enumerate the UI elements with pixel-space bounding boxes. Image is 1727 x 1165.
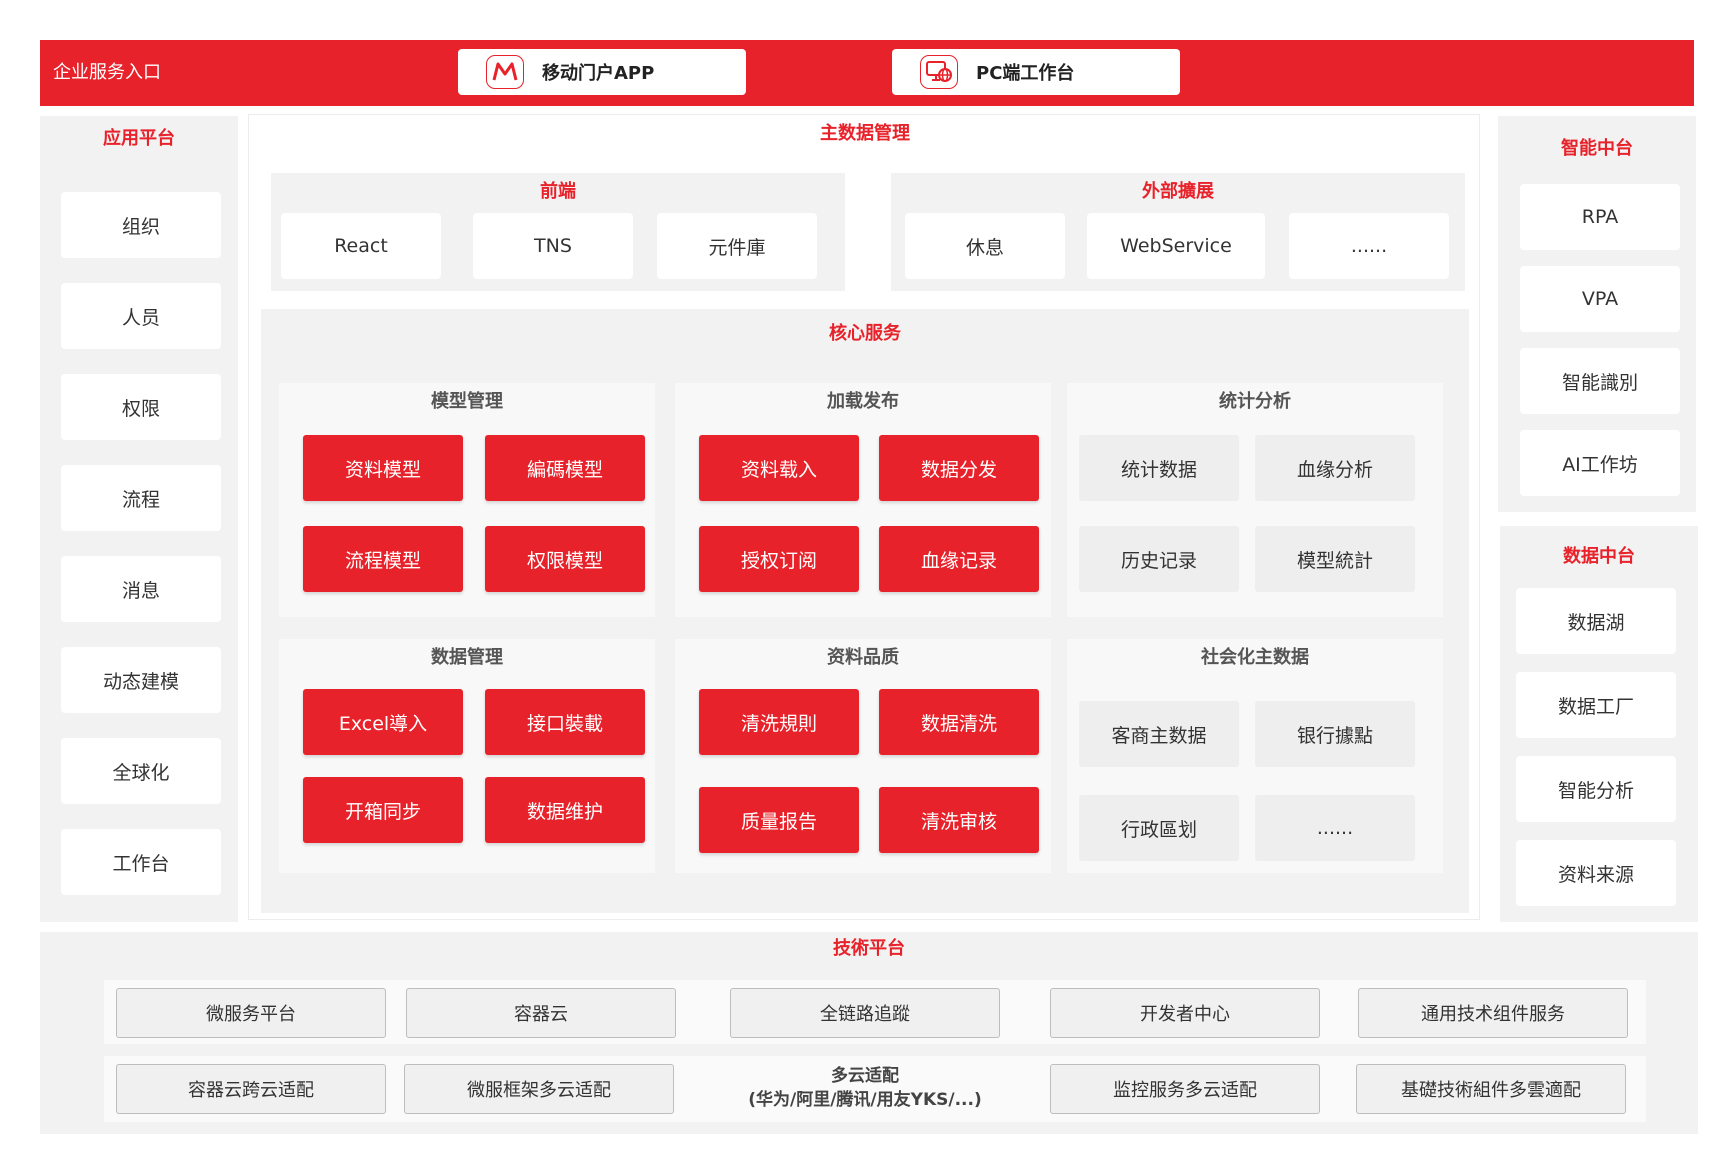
statistics-title: 统计分析 [1219,391,1291,412]
container-cross-cloud-button[interactable]: 容器云跨云适配 [116,1064,386,1114]
core-services-title: 核心服务 [829,323,901,344]
base-tech-multicloud-button[interactable]: 基礎技術組件多雲適配 [1356,1064,1626,1114]
full-link-tracing-button[interactable]: 全链路追蹤 [730,988,1000,1038]
ai-item-workshop[interactable]: AI工作坊 [1520,430,1680,496]
common-tech-components-button[interactable]: 通用技术组件服务 [1358,988,1628,1038]
data-item-lake[interactable]: 数据湖 [1516,588,1676,654]
load-publish-group: 加载发布 资料载入 数据分发 授权订阅 血缘记录 [675,383,1051,617]
microservice-platform-button[interactable]: 微服务平台 [116,988,386,1038]
container-cloud-button[interactable]: 容器云 [406,988,676,1038]
quality-report-button[interactable]: 质量报告 [699,787,859,853]
app-item-workbench[interactable]: 工作台 [61,829,221,895]
core-services-panel: 核心服务 模型管理 资料模型 編碼模型 流程模型 权限模型 加载发布 资料载入 … [261,309,1469,913]
monitoring-multicloud-button[interactable]: 监控服务多云适配 [1050,1064,1320,1114]
tech-platform-title: 技術平台 [833,938,905,959]
app-item-globalization[interactable]: 全球化 [61,738,221,804]
app-item-dynamic-modeling[interactable]: 动态建模 [61,647,221,713]
app-item-process[interactable]: 流程 [61,465,221,531]
data-distribution-button[interactable]: 数据分发 [879,435,1039,501]
app-item-staff[interactable]: 人员 [61,283,221,349]
ai-item-rpa[interactable]: RPA [1520,184,1680,250]
data-platform-title: 数据中台 [1563,546,1635,567]
external-webservice[interactable]: WebService [1087,213,1265,279]
ai-item-recognition[interactable]: 智能識別 [1520,348,1680,414]
app-platform-panel: 应用平台 组织 人员 权限 流程 消息 动态建模 全球化 工作台 [40,116,238,922]
excel-import-button[interactable]: Excel導入 [303,689,463,755]
bank-branch-button[interactable]: 银行據點 [1255,701,1415,767]
multicloud-title: 多云适配 [831,1066,899,1086]
data-load-button[interactable]: 资料载入 [699,435,859,501]
frontend-tns[interactable]: TNS [473,213,633,279]
tech-platform-panel: 技術平台 微服务平台 容器云 全链路追蹤 开发者中心 通用技术组件服务 容器云跨… [40,932,1698,1134]
data-model-button[interactable]: 资料模型 [303,435,463,501]
history-record-button[interactable]: 历史记录 [1079,526,1239,592]
pc-portal-button[interactable]: PC端工作台 [892,49,1180,95]
master-data-title: 主数据管理 [820,123,910,144]
data-platform-panel: 数据中台 数据湖 数据工厂 智能分析 资料来源 [1500,526,1698,922]
external-extension-panel: 外部擴展 休息 WebService ...... [891,173,1465,291]
data-management-group: 数据管理 Excel導入 接口裝載 开箱同步 数据维护 [279,639,655,873]
frontend-component-library[interactable]: 元件庫 [657,213,817,279]
monitor-globe-icon [920,55,958,89]
multicloud-adaptation-label: 多云适配 (华为/阿里/腾讯/用友YKS/...) [730,1056,1000,1122]
frontend-title: 前端 [540,181,576,202]
external-extension-title: 外部擴展 [1142,181,1214,202]
data-quality-group: 资料品质 清洗規則 数据清洗 质量报告 清洗审核 [675,639,1051,873]
tech-row-2: 容器云跨云适配 微服框架多云适配 多云适配 (华为/阿里/腾讯/用友YKS/..… [104,1056,1646,1122]
lineage-record-button[interactable]: 血缘记录 [879,526,1039,592]
out-of-box-sync-button[interactable]: 开箱同步 [303,777,463,843]
app-item-org[interactable]: 组织 [61,192,221,258]
m-logo-icon [486,55,524,89]
data-management-title: 数据管理 [431,647,503,668]
interface-load-button[interactable]: 接口裝載 [485,689,645,755]
mobile-portal-label: 移动门户APP [542,63,655,84]
master-data-panel: 主数据管理 前端 React TNS 元件庫 外部擴展 休息 WebServic… [248,114,1480,920]
pc-portal-label: PC端工作台 [976,63,1075,84]
tech-row-1: 微服务平台 容器云 全链路追蹤 开发者中心 通用技术组件服务 [104,980,1646,1044]
administrative-division-button[interactable]: 行政區划 [1079,795,1239,861]
multicloud-vendors: (华为/阿里/腾讯/用友YKS/...) [748,1090,982,1110]
social-master-data-group: 社会化主数据 客商主数据 银行據點 行政區划 ...... [1067,639,1443,873]
data-item-source[interactable]: 资料来源 [1516,840,1676,906]
model-statistics-button[interactable]: 模型統計 [1255,526,1415,592]
data-item-factory[interactable]: 数据工厂 [1516,672,1676,738]
data-quality-title: 资料品质 [827,647,899,668]
model-management-title: 模型管理 [431,391,503,412]
customer-supplier-data-button[interactable]: 客商主数据 [1079,701,1239,767]
ai-platform-title: 智能中台 [1561,138,1633,159]
external-rest[interactable]: 休息 [905,213,1065,279]
app-item-message[interactable]: 消息 [61,556,221,622]
statistics-group: 统计分析 统计数据 血缘分析 历史记录 模型統計 [1067,383,1443,617]
ai-platform-panel: 智能中台 RPA VPA 智能識別 AI工作坊 [1498,116,1696,512]
process-model-button[interactable]: 流程模型 [303,526,463,592]
entry-label: 企业服务入口 [53,62,161,83]
developer-center-button[interactable]: 开发者中心 [1050,988,1320,1038]
lineage-analysis-button[interactable]: 血缘分析 [1255,435,1415,501]
frontend-react[interactable]: React [281,213,441,279]
statistics-data-button[interactable]: 统计数据 [1079,435,1239,501]
model-management-group: 模型管理 资料模型 編碼模型 流程模型 权限模型 [279,383,655,617]
cleansing-review-button[interactable]: 清洗审核 [879,787,1039,853]
social-more-button[interactable]: ...... [1255,795,1415,861]
app-item-permission[interactable]: 权限 [61,374,221,440]
authorize-subscribe-button[interactable]: 授权订阅 [699,526,859,592]
app-platform-title: 应用平台 [103,128,175,149]
cleansing-rules-button[interactable]: 清洗規則 [699,689,859,755]
data-maintenance-button[interactable]: 数据维护 [485,777,645,843]
ai-item-vpa[interactable]: VPA [1520,266,1680,332]
social-master-data-title: 社会化主数据 [1201,647,1309,668]
load-publish-title: 加载发布 [827,391,899,412]
data-cleansing-button[interactable]: 数据清洗 [879,689,1039,755]
enterprise-entry-bar: 企业服务入口 移动门户APP PC端工作台 [40,40,1694,106]
permission-model-button[interactable]: 权限模型 [485,526,645,592]
mobile-portal-button[interactable]: 移动门户APP [458,49,746,95]
frontend-panel: 前端 React TNS 元件庫 [271,173,845,291]
data-item-analysis[interactable]: 智能分析 [1516,756,1676,822]
coding-model-button[interactable]: 編碼模型 [485,435,645,501]
external-more[interactable]: ...... [1289,213,1449,279]
microservice-multicloud-button[interactable]: 微服框架多云适配 [404,1064,674,1114]
